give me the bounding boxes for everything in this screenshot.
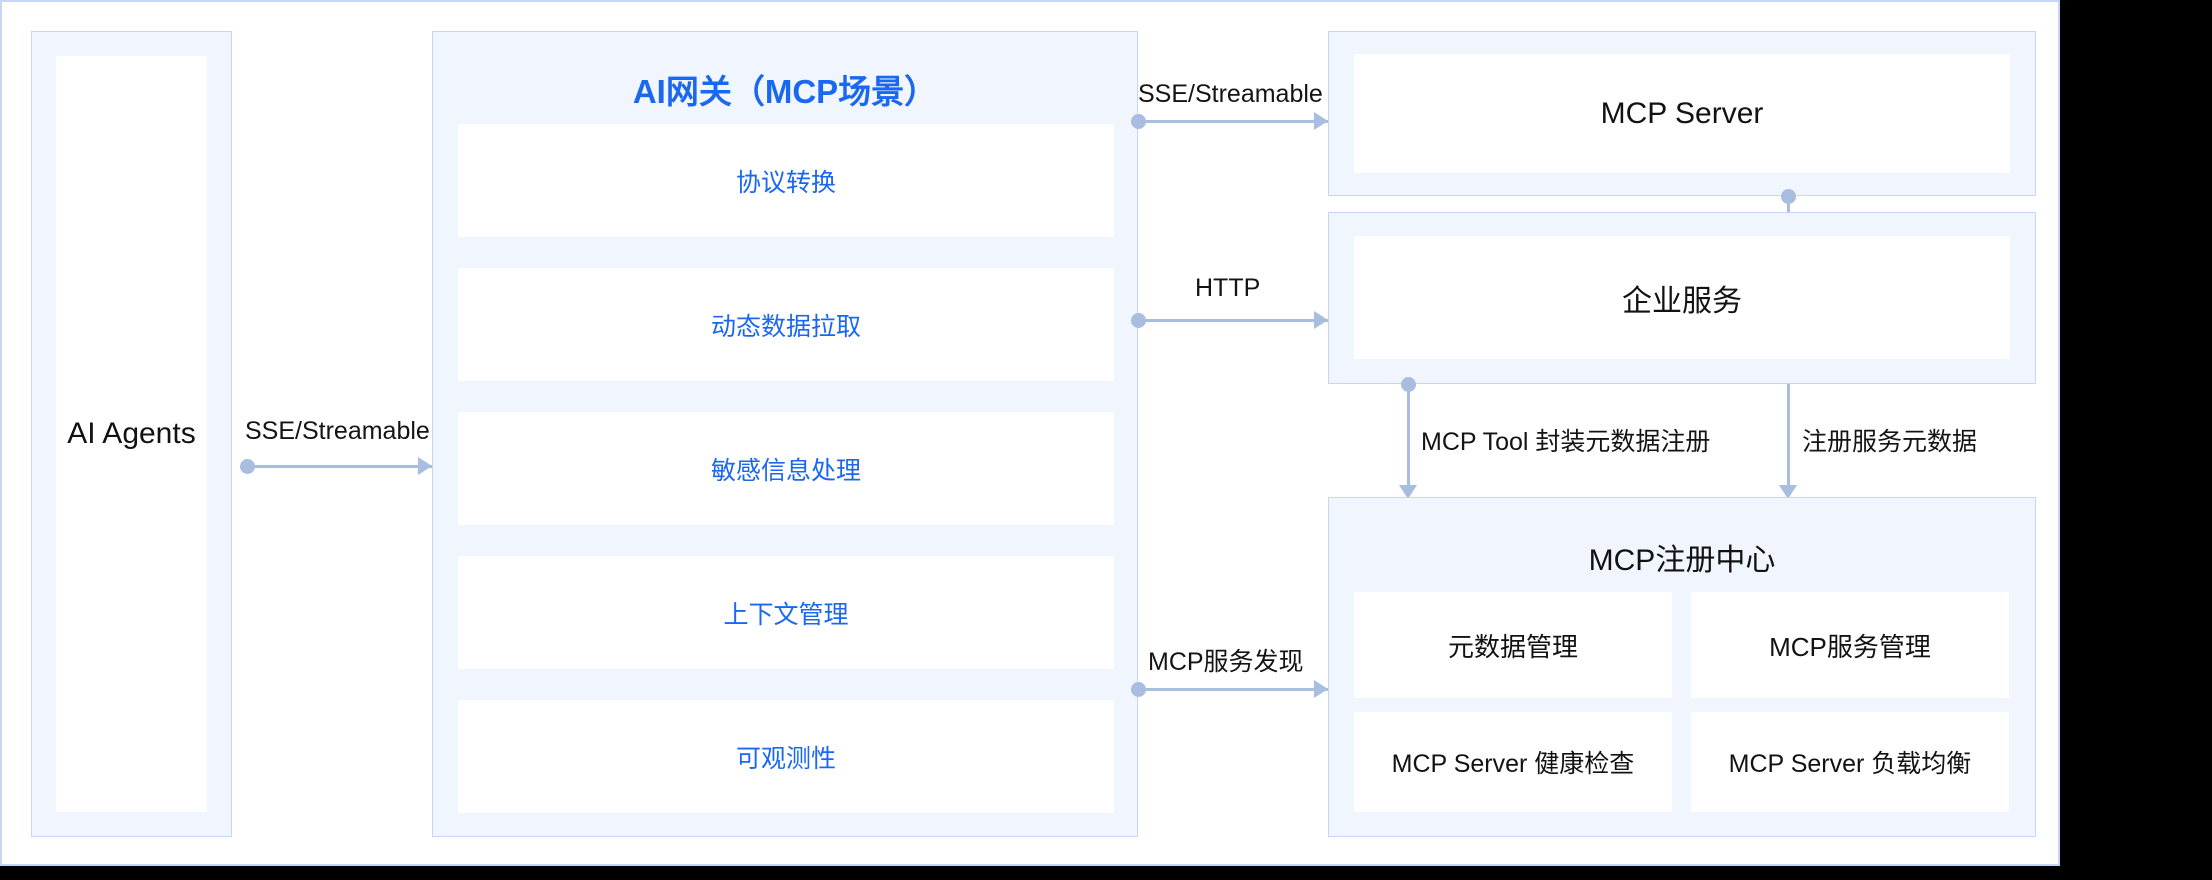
registry-cell-metadata-management[interactable]: 元数据管理 [1354,592,1672,698]
ai-agents-label: AI Agents [56,56,207,812]
registry-cell-mcp-service-management[interactable]: MCP服务管理 [1691,592,2009,698]
edge-gateway-registry-label: MCP服务发现 [1148,648,1304,676]
diagram-board: AI Agents SSE/Streamable AI网关（MCP场景） 协议转… [0,0,2060,866]
gateway-item-sensitive-info-handling[interactable]: 敏感信息处理 [458,412,1114,525]
edge-agents-gateway-arrowhead [418,457,432,475]
edge-gateway-mcpserver-dot [1131,114,1146,129]
gateway-item-observability[interactable]: 可观测性 [458,700,1114,813]
edge-gateway-enterprise-label: HTTP [1195,274,1261,302]
ai-agents-panel[interactable]: AI Agents [31,31,232,837]
edge-gateway-enterprise-arrowhead [1314,311,1328,329]
ai-gateway-panel[interactable]: AI网关（MCP场景） 协议转换 动态数据拉取 敏感信息处理 上下文管理 可观测… [432,31,1138,837]
ai-gateway-title: AI网关（MCP场景） [632,73,938,110]
gateway-item-dynamic-data-fetch[interactable]: 动态数据拉取 [458,268,1114,381]
edge-gateway-registry-dot [1131,682,1146,697]
edge-gateway-mcpserver-line [1138,120,1328,123]
edge-mcpserver-registry-label: 注册服务元数据 [1802,428,1978,456]
mcp-registry-panel[interactable]: MCP注册中心 元数据管理 MCP服务管理 MCP Server 健康检查 MC… [1328,497,2036,837]
edge-mcpserver-registry-arrowhead [1779,485,1797,499]
edge-gateway-enterprise-line [1138,319,1328,322]
registry-cell-health-check[interactable]: MCP Server 健康检查 [1354,712,1672,812]
enterprise-service-label: 企业服务 [1354,236,2010,359]
mcp-server-label: MCP Server [1354,54,2010,173]
edge-gateway-enterprise-dot [1131,313,1146,328]
edge-agents-gateway-line [247,465,432,468]
edge-gateway-mcpserver-label: SSE/Streamable [1138,80,1323,108]
edge-enterprise-registry-line [1407,384,1410,493]
edge-gateway-mcpserver-arrowhead [1314,112,1328,130]
edge-agents-gateway-label: SSE/Streamable [245,417,430,445]
edge-gateway-registry-arrowhead [1314,680,1328,698]
edge-gateway-registry-line [1138,688,1328,691]
registry-cell-load-balancing[interactable]: MCP Server 负载均衡 [1691,712,2009,812]
gateway-item-context-management[interactable]: 上下文管理 [458,556,1114,669]
edge-enterprise-registry-label: MCP Tool 封装元数据注册 [1421,428,1711,456]
edge-enterprise-registry-arrowhead [1399,485,1417,499]
mcp-registry-title: MCP注册中心 [1588,544,1776,577]
gateway-item-protocol-conversion[interactable]: 协议转换 [458,124,1114,237]
mcp-server-panel[interactable]: MCP Server [1328,31,2036,196]
edge-agents-gateway-dot [240,459,255,474]
enterprise-service-panel[interactable]: 企业服务 [1328,212,2036,384]
